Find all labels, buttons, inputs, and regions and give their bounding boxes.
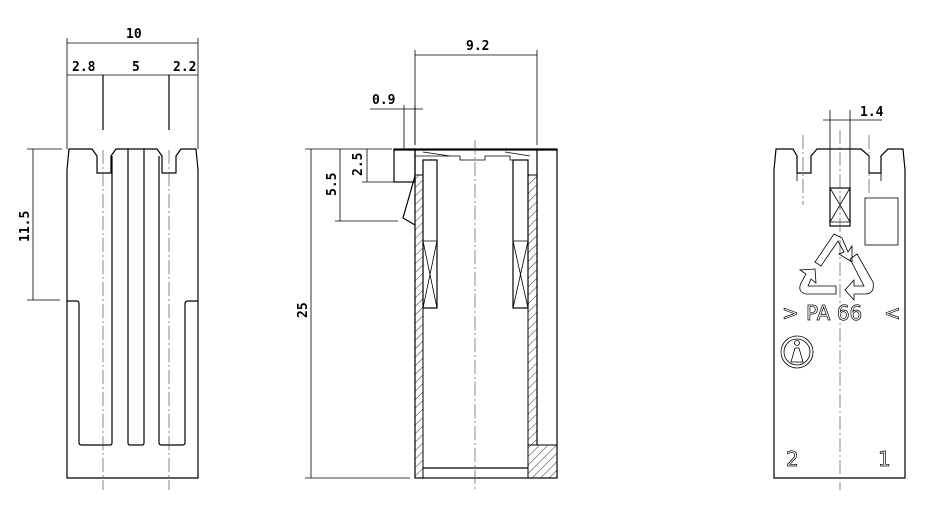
section-view: 9.2 0.9 2.5 5.5 25 (296, 39, 558, 490)
right-slot (158, 156, 198, 446)
marking-pin-1: 1 (878, 447, 891, 471)
marking-right-arrow: < (884, 301, 901, 325)
dim-tab-height: 2.5 (351, 153, 366, 176)
contact-left (422, 159, 438, 309)
dim-latch-offset: 0.9 (372, 93, 395, 108)
recycling-icon (798, 233, 874, 302)
contact-right (512, 159, 529, 309)
left-slot (67, 156, 113, 446)
dim-pitch: 5 (132, 60, 140, 75)
information-icon (780, 335, 814, 369)
dim-left-pitch: 2.8 (72, 60, 96, 75)
dim-contact-width: 1.4 (860, 105, 884, 120)
rear-view: 1.4 > PA 66 < 2 1 (773, 105, 906, 490)
front-body-outline (66, 148, 199, 479)
middle-slot (127, 149, 145, 446)
dim-width: 9.2 (466, 39, 489, 54)
label-area (864, 197, 899, 246)
dim-right-pitch: 2.2 (173, 60, 196, 75)
dim-latch-depth: 5.5 (325, 173, 340, 196)
marking-pin-2: 2 (786, 447, 799, 471)
front-view: 10 2.8 5 2.2 11.5 (18, 27, 199, 490)
dim-height: 25 (296, 302, 311, 318)
marking-left-arrow: > (782, 301, 799, 325)
tab (393, 148, 416, 183)
dim-overall-width: 10 (126, 27, 142, 42)
latch (402, 175, 416, 226)
dim-slot-depth: 11.5 (18, 211, 33, 242)
marking-material: PA 66 (806, 301, 862, 325)
